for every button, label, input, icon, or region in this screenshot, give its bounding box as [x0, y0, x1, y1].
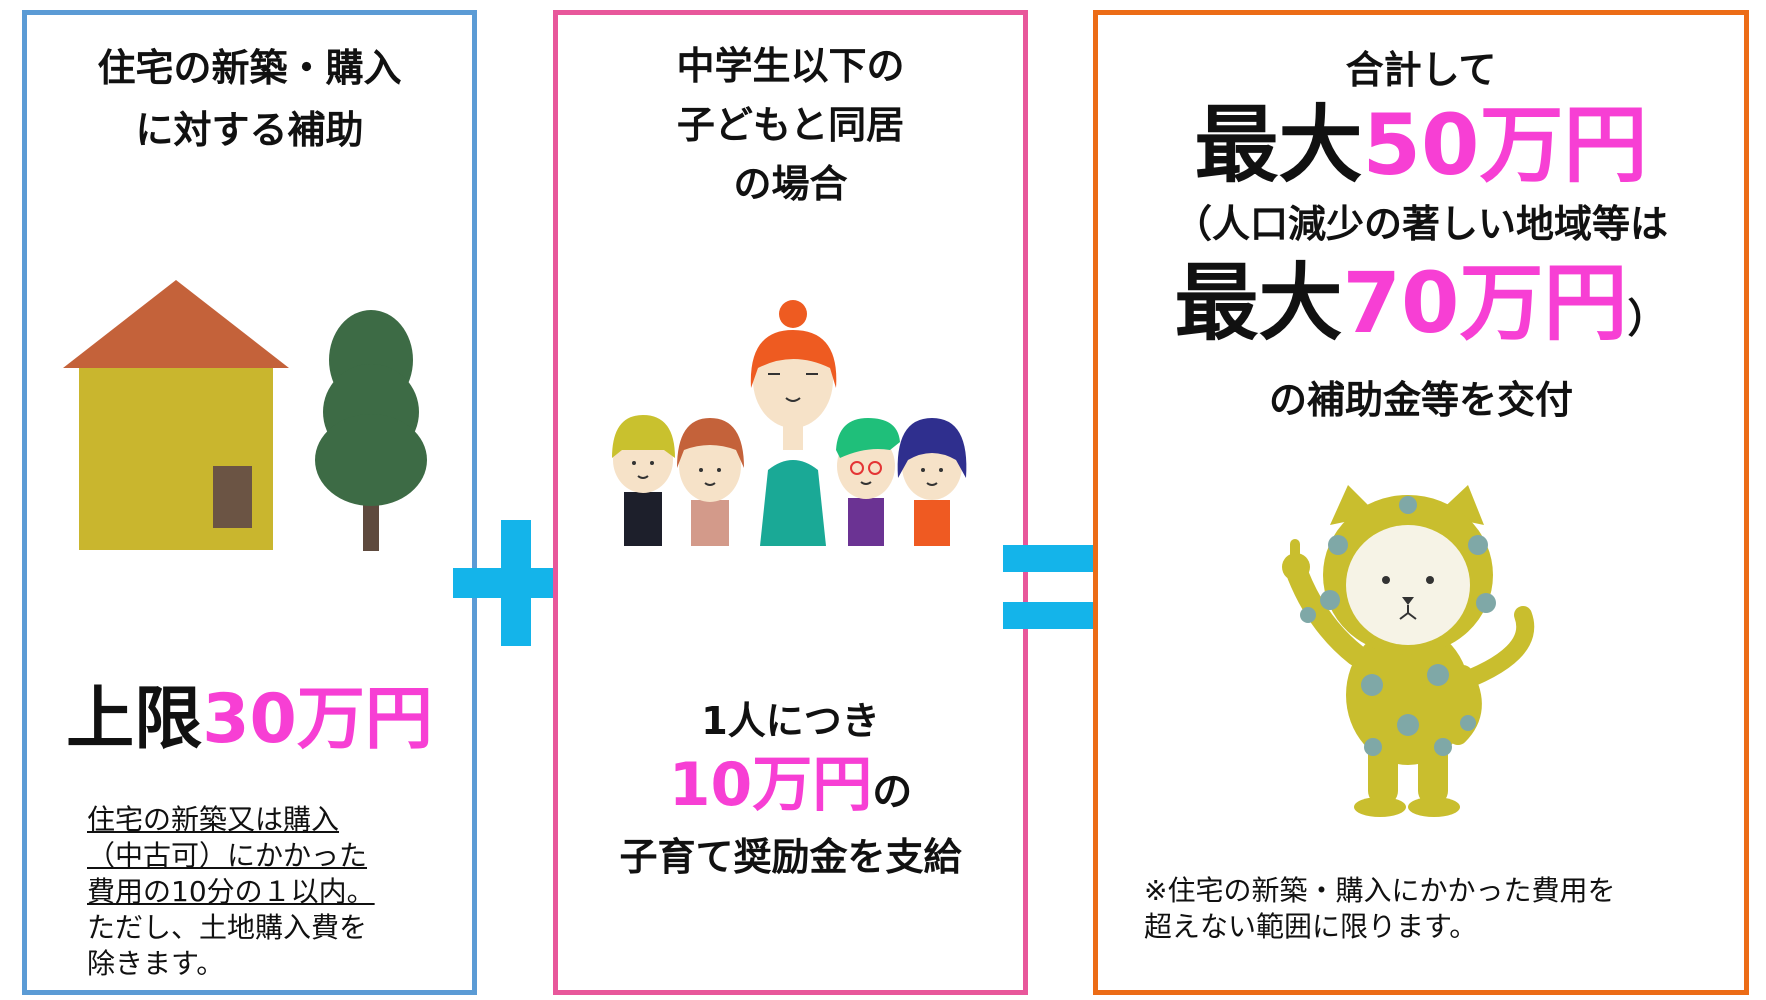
leopard-mascot-icon	[1282, 485, 1535, 817]
house-and-tree-illustration	[63, 280, 427, 551]
total-subsidy-summary: 合計して 最大50万円 （人口減少の著しい地域等は 最大70万円） の補助金等を…	[1173, 48, 1668, 422]
housing-subsidy-panel: 住宅の新築・購入 に対する補助 上限30万円 住宅の新築又は購入 （中古可）にか…	[22, 10, 477, 995]
child-rearing-title: 中学生以下の 子どもと同居 の場合	[676, 44, 905, 206]
family-icon	[612, 300, 967, 546]
housing-subsidy-title: 住宅の新築・購入 に対する補助	[97, 46, 402, 152]
total-subsidy-note: ※住宅の新築・購入にかかった費用を 超えない範囲に限ります。	[1144, 874, 1616, 943]
housing-subsidy-note: 住宅の新築又は購入 （中古可）にかかった 費用の10分の１以内。 ただし、土地購…	[87, 803, 375, 980]
child-rearing-grant: 1人につき 10万円の 子育て奨励金を支給	[619, 699, 962, 879]
tree-icon	[315, 310, 427, 551]
mother-figure	[750, 300, 837, 546]
child-figure	[612, 415, 675, 546]
child-figure	[836, 418, 900, 546]
housing-subsidy-amount: 上限30万円	[66, 680, 433, 759]
house-icon	[63, 280, 289, 550]
child-rearing-panel: 中学生以下の 子どもと同居 の場合	[553, 10, 1028, 995]
child-figure	[897, 418, 967, 546]
child-figure	[677, 418, 744, 546]
total-subsidy-panel: 合計して 最大50万円 （人口減少の著しい地域等は 最大70万円） の補助金等を…	[1093, 10, 1749, 995]
